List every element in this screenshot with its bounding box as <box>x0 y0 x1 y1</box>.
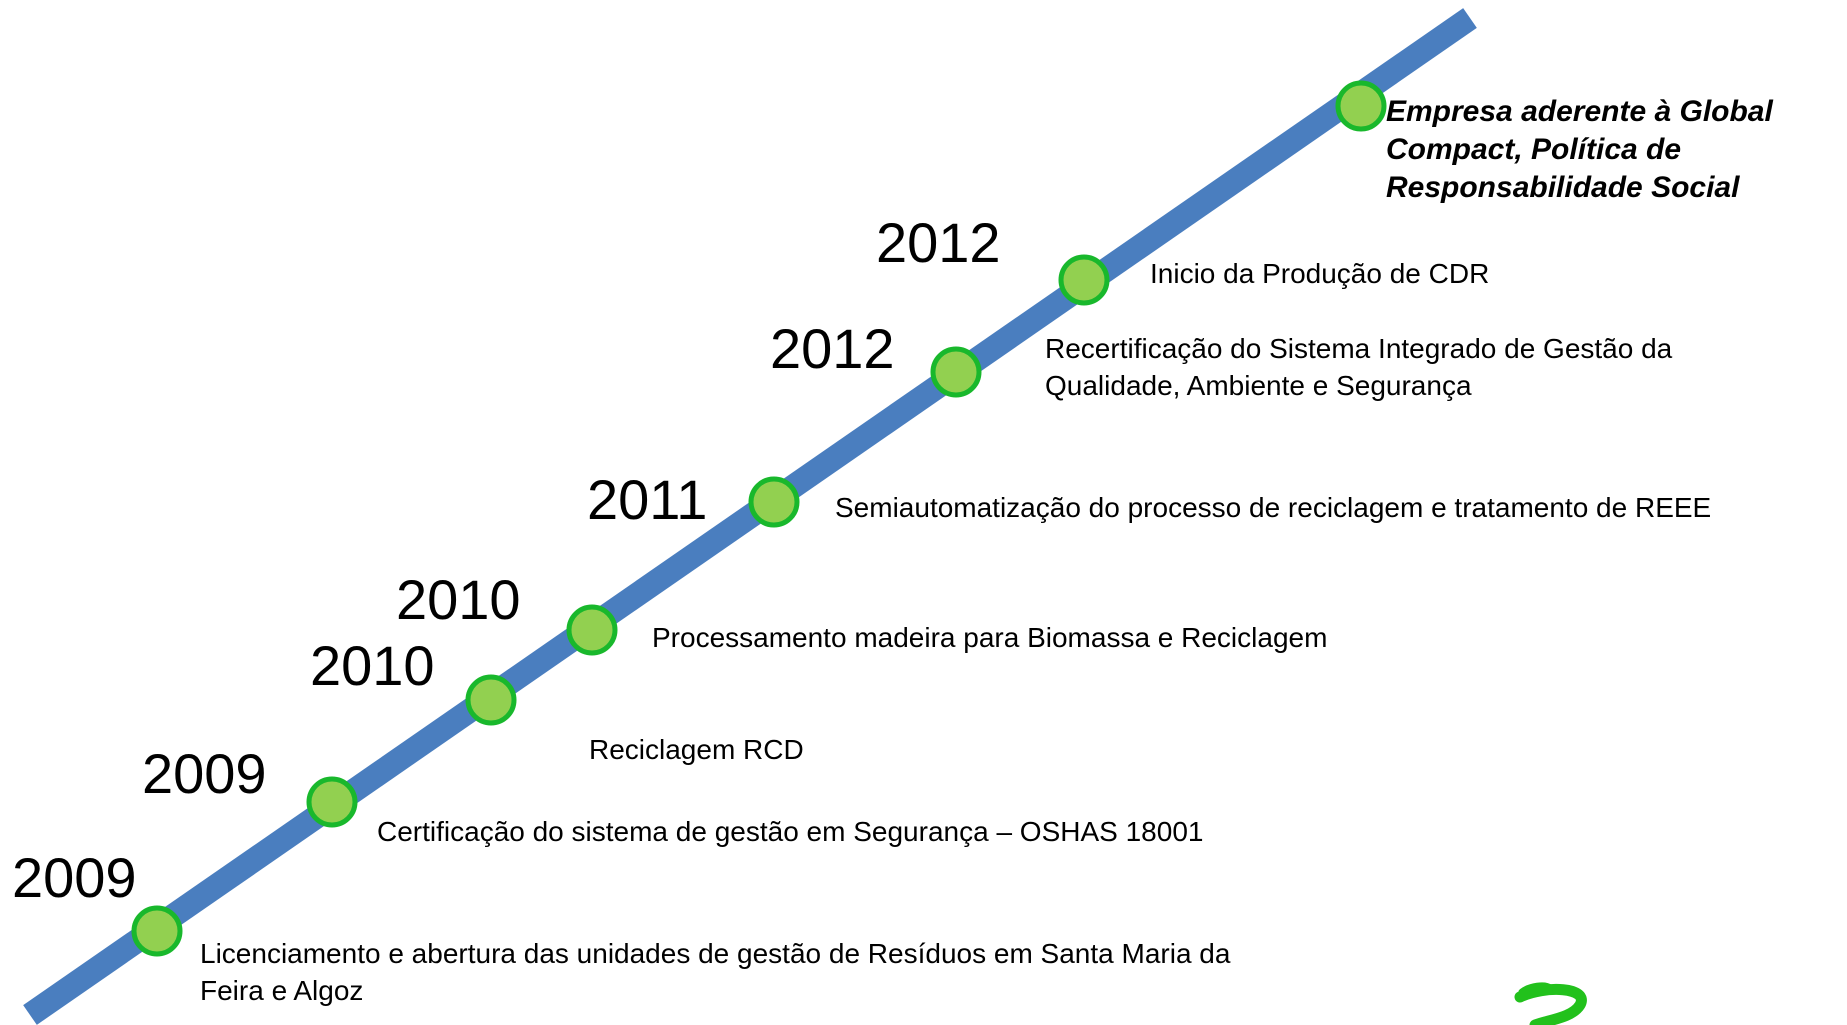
milestone-dot <box>566 604 618 656</box>
milestone-dot <box>1058 254 1110 306</box>
description-line: Recertificação do Sistema Integrado de G… <box>1045 333 1673 364</box>
milestone-dot <box>306 776 358 828</box>
green-swirl-logo-icon <box>1514 982 1587 1025</box>
year-label: 2010 <box>310 634 435 697</box>
description-line: Semiautomatização do processo de recicla… <box>835 492 1712 523</box>
milestone-dot <box>1335 80 1387 132</box>
milestone-description-highlight: Empresa aderente à Global Compact, Polít… <box>1386 93 1773 207</box>
year-label: 2009 <box>12 846 137 909</box>
timeline-line <box>23 8 1477 1025</box>
milestone-dot <box>131 905 183 957</box>
description-line: Certificação do sistema de gestão em Seg… <box>377 816 1204 847</box>
year-label: 2012 <box>876 211 1001 274</box>
milestone-description: Inicio da Produção de CDR <box>1150 255 1489 292</box>
milestone-description: Certificação do sistema de gestão em Seg… <box>377 813 1203 850</box>
description-line: Reciclagem RCD <box>589 734 804 765</box>
description-line: Empresa aderente à Global <box>1386 95 1773 128</box>
description-line: Processamento madeira para Biomassa e Re… <box>652 622 1328 653</box>
milestone-dot <box>748 476 800 528</box>
milestone-description: Reciclagem RCD <box>589 731 804 768</box>
milestone-dot <box>930 346 982 398</box>
milestone-description: Licenciamento e abertura das unidades de… <box>200 935 1230 1009</box>
description-line: Feira e Algoz <box>200 975 364 1006</box>
milestone-dot <box>465 674 517 726</box>
milestone-description: Processamento madeira para Biomassa e Re… <box>652 619 1327 656</box>
description-line: Licenciamento e abertura das unidades de… <box>200 938 1231 969</box>
year-label: 2011 <box>587 468 708 531</box>
description-line: Qualidade, Ambiente e Segurança <box>1045 370 1472 401</box>
milestone-description: Semiautomatização do processo de recicla… <box>835 489 1711 526</box>
year-label: 2009 <box>142 742 267 805</box>
year-label: 2010 <box>396 568 521 631</box>
description-line: Compact, Política de <box>1386 133 1682 166</box>
description-line: Responsabilidade Social <box>1386 171 1740 204</box>
milestone-description: Recertificação do Sistema Integrado de G… <box>1045 330 1672 404</box>
year-label: 2012 <box>770 317 895 380</box>
description-line: Inicio da Produção de CDR <box>1150 258 1490 289</box>
